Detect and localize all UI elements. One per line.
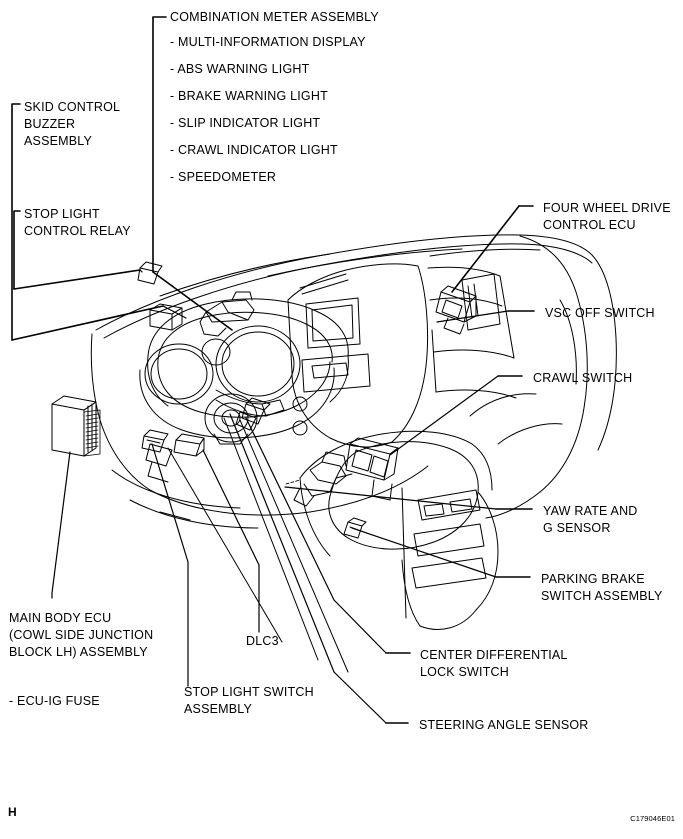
center-diff-lock-switch-component <box>235 411 257 431</box>
label-crawl-switch: CRAWL SWITCH <box>533 371 633 385</box>
label-combination-meter-assembly: COMBINATION METER ASSEMBLY <box>170 10 379 24</box>
cluster-bezel <box>157 311 333 418</box>
label-steering-angle-sensor: STEERING ANGLE SENSOR <box>419 718 589 732</box>
label-skid-control-buzzer-line1: SKID CONTROL <box>24 100 121 114</box>
passenger-dash-panel <box>427 266 517 399</box>
skid-control-buzzer-component <box>149 303 183 331</box>
figure-code: C179046E01 <box>630 814 675 823</box>
label-stop-light-control-relay-line1: STOP LIGHT <box>24 207 100 221</box>
label-center-differential-lock-switch-line1: CENTER DIFFERENTIAL <box>420 648 568 662</box>
label-parking-brake-switch-line2: SWITCH ASSEMBLY <box>541 589 663 603</box>
dash-upper-surface <box>95 234 593 339</box>
parking-brake-switch-component <box>343 517 367 539</box>
main-body-ecu-connector <box>83 409 101 457</box>
label-stop-light-switch-line2: ASSEMBLY <box>184 702 253 716</box>
dash-right-side-panel <box>485 235 617 519</box>
seat-edges <box>469 299 577 445</box>
label-skid-control-buzzer-line2: BUZZER <box>24 117 76 131</box>
stop-light-switch-component <box>141 429 169 453</box>
pedal-assembly <box>145 443 173 483</box>
leader-combination-meter <box>152 16 233 331</box>
leader-hairlines <box>167 417 349 673</box>
leader-vsc-off-switch <box>436 310 535 323</box>
combination-meter-connector <box>199 291 255 337</box>
label-skid-control-buzzer-line3: ASSEMBLY <box>24 134 93 148</box>
instrument-cluster-hood <box>139 298 349 439</box>
label-stop-light-switch-line1: STOP LIGHT SWITCH <box>184 685 314 699</box>
leader-steering-angle-sensor <box>229 413 409 724</box>
label-main-body-ecu-line1: MAIN BODY ECU <box>9 611 112 625</box>
leader-yaw-rate-g-sensor <box>284 486 533 510</box>
leader-dlc3 <box>202 449 260 633</box>
label-multi-information-display: - MULTI-INFORMATION DISPLAY <box>170 35 366 49</box>
label-slip-indicator-light: - SLIP INDICATOR LIGHT <box>170 116 321 130</box>
dlc3-component <box>173 433 205 457</box>
leader-crawl-switch <box>389 375 523 456</box>
label-yaw-rate-g-sensor-line1: YAW RATE AND <box>543 504 638 518</box>
label-parking-brake-switch-line1: PARKING BRAKE <box>541 572 645 586</box>
crawl-switch-component <box>345 437 399 501</box>
label-main-body-ecu-line2: (COWL SIDE JUNCTION <box>9 628 154 642</box>
label-brake-warning-light: - BRAKE WARNING LIGHT <box>170 89 328 103</box>
leader-main-body-ecu <box>51 451 71 599</box>
label-four-wheel-drive-ecu-line2: CONTROL ECU <box>543 218 636 232</box>
label-main-body-ecu-line3: BLOCK LH) ASSEMBLY <box>9 645 148 659</box>
center-console <box>299 430 499 630</box>
label-ecu-ig-fuse: - ECU-IG FUSE <box>9 694 100 708</box>
label-speedometer: - SPEEDOMETER <box>170 170 277 184</box>
leader-parking-brake-switch <box>351 527 531 578</box>
leader-center-differential-lock-switch <box>245 417 411 654</box>
center-stack <box>287 263 429 448</box>
leader-stop-light-switch <box>151 443 189 687</box>
label-crawl-indicator-light: - CRAWL INDICATOR LIGHT <box>170 143 338 157</box>
speedometer-dial <box>215 325 301 403</box>
footwell-lines <box>111 469 259 529</box>
right-air-vent <box>461 273 501 331</box>
yaw-rate-g-sensor-component <box>285 479 301 485</box>
label-abs-warning-light: - ABS WARNING LIGHT <box>170 62 310 76</box>
label-dlc3: DLC3 <box>246 634 279 648</box>
tachometer-dial <box>144 343 214 405</box>
label-stop-light-control-relay-line2: CONTROL RELAY <box>24 224 131 238</box>
label-four-wheel-drive-ecu-line1: FOUR WHEEL DRIVE <box>543 201 671 215</box>
main-body-ecu-component <box>51 395 97 457</box>
four-wheel-drive-ecu-component <box>435 285 477 335</box>
cluster-small-gauge <box>201 338 231 366</box>
transfer-lever-assembly <box>293 451 353 507</box>
label-center-differential-lock-switch-line2: LOCK SWITCH <box>420 665 510 679</box>
leader-stop-light-control-relay <box>13 210 143 290</box>
steering-angle-sensor-component <box>204 393 258 445</box>
label-vsc-off-switch: VSC OFF SWITCH <box>545 306 655 320</box>
stop-light-control-relay-component <box>137 261 163 285</box>
page-marker: H <box>8 805 17 819</box>
leader-four-wheel-drive-ecu <box>451 205 534 293</box>
label-yaw-rate-g-sensor-line2: G SENSOR <box>543 521 611 535</box>
